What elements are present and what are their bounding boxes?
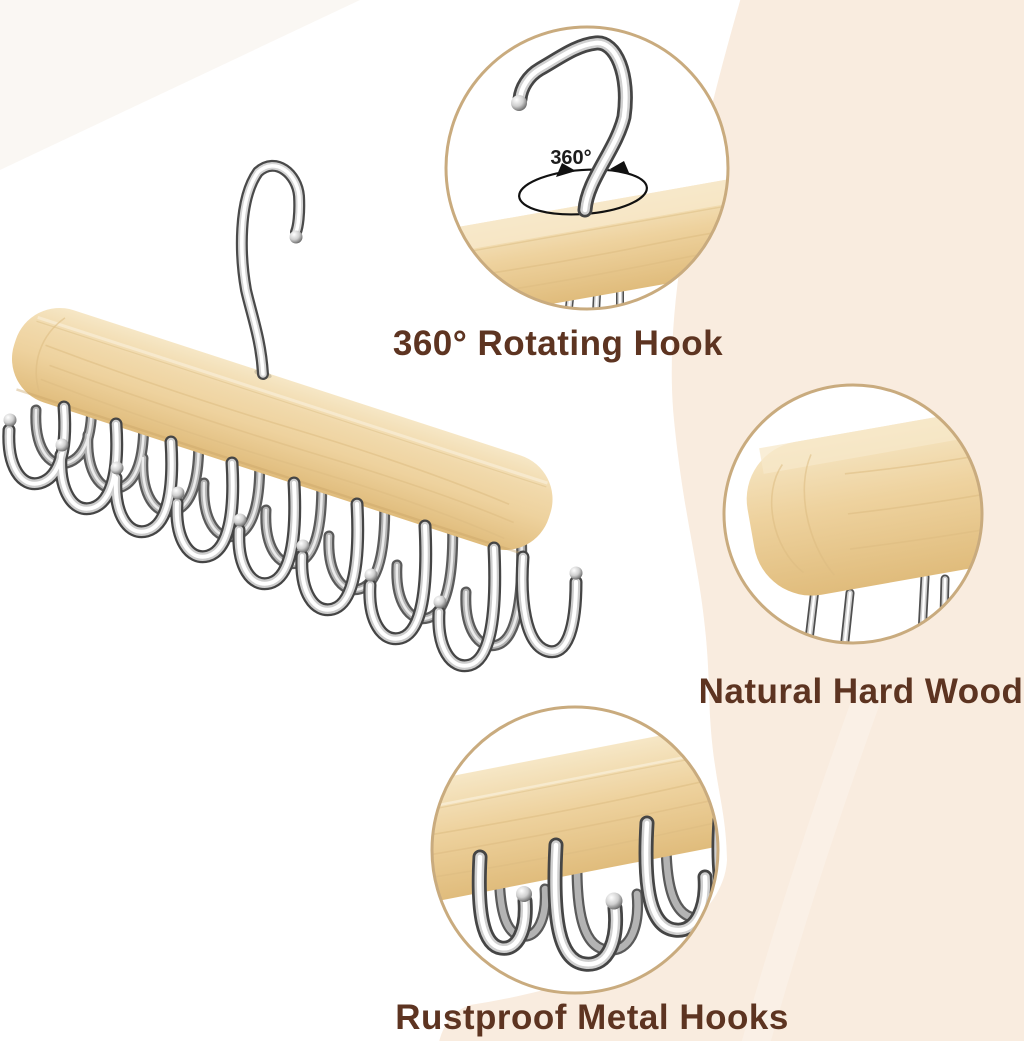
metal-hooks [4,407,583,666]
hook-ball-tip [511,95,527,111]
circle-ring [722,383,984,645]
swivel-hook [235,160,306,380]
callout-rotating-hook: 360° [444,25,730,311]
zoom-circle-rotating-hook: 360° [444,25,730,311]
hook-ball-tip [605,892,623,910]
label-metal-hooks: Rustproof Metal Hooks [395,998,789,1037]
hook-ball-tip [516,886,532,902]
wood-end-cap [746,394,982,596]
hanger-bar [11,307,553,555]
metal-hooks-detail [471,812,718,972]
callout-natural-wood [722,383,984,645]
topleft-soft-wedge [0,0,360,170]
circle-ring [444,25,730,311]
label-rotating-hook: 360° Rotating Hook [392,324,724,363]
degree-annotation: 360° [550,147,591,169]
swivel-hook-detail [511,35,633,218]
label-natural-wood: Natural Hard Wood [698,672,1024,711]
hook-ball-tip [289,230,303,244]
circle-ring [430,705,720,995]
cream-highlight-streak [741,685,884,1041]
zoom-circle-metal-hooks [430,705,720,995]
callout-metal-hooks [430,705,720,995]
zoom-circle-natural-wood [722,383,984,645]
